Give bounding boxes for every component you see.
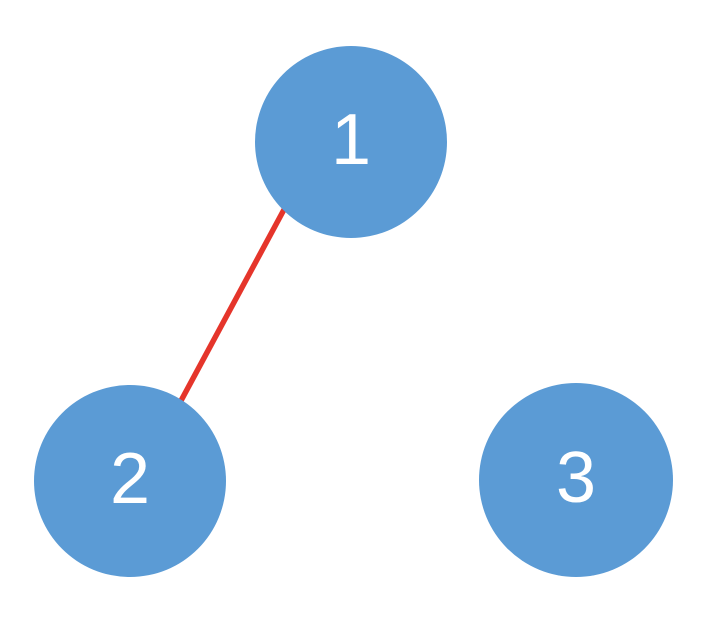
node-3-label: 3 — [555, 438, 597, 518]
node-3[interactable]: 3 — [479, 383, 673, 577]
node-1-label: 1 — [330, 100, 372, 180]
node-2-label: 2 — [109, 439, 151, 519]
node-2[interactable]: 2 — [34, 385, 226, 577]
node-1[interactable]: 1 — [255, 46, 447, 238]
edge-node1-node2[interactable] — [173, 202, 290, 412]
